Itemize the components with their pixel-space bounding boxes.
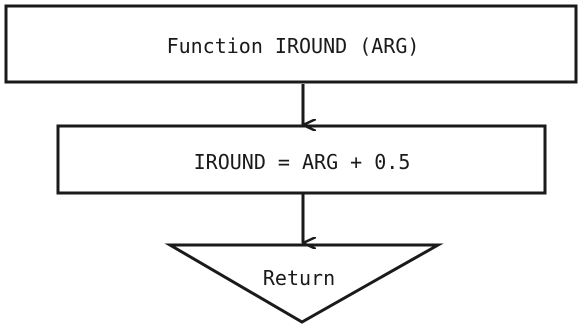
assignment-node: IROUND = ARG + 0.5 xyxy=(56,124,547,195)
return-label: Return xyxy=(263,266,335,290)
assignment-label: IROUND = ARG + 0.5 xyxy=(194,150,411,174)
return-node: Return xyxy=(164,243,444,324)
assignment-box xyxy=(56,124,547,195)
return-triangle xyxy=(164,243,444,324)
function-header-node: Function IROUND (ARG) xyxy=(4,4,578,84)
function-header-box xyxy=(4,4,578,84)
function-header-label: Function IROUND (ARG) xyxy=(167,34,420,58)
